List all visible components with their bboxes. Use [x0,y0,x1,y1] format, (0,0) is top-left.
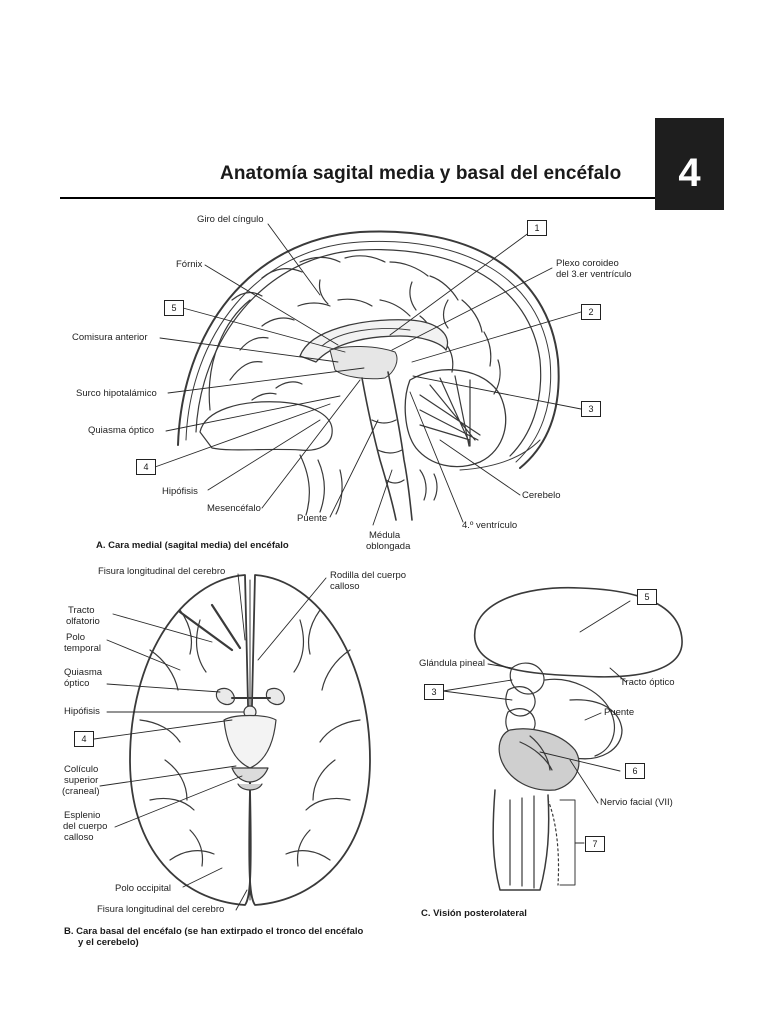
label-esplenio-line2: del cuerpo [63,821,107,832]
posterolateral-brainstem-illustration [475,588,682,890]
answer-box-5-c: 5 [637,589,657,605]
label-nervio-facial: Nervio facial (VII) [600,797,673,808]
label-fornix: Fórnix [176,259,202,270]
sagittal-brain-illustration [178,231,559,520]
label-quiasma-b-line1: Quiasma [64,667,102,678]
label-plexo-coroideo-line1: Plexo coroideo [556,258,619,269]
label-polo-occipital: Polo occipital [115,883,171,894]
label-tracto-olfatorio-line1: Tracto [68,605,95,616]
label-glandula-pineal: Glándula pineal [419,658,485,669]
label-comisura-anterior: Comisura anterior [72,332,148,343]
label-coliculo-line2: superior [64,775,98,786]
label-medula-line2: oblongada [366,541,410,552]
label-polo-temporal-line1: Polo [66,632,85,643]
label-cerebelo: Cerebelo [522,490,561,501]
answer-box-1: 1 [527,220,547,236]
answer-box-6: 6 [625,763,645,779]
label-quiasma-b-line2: óptico [64,678,89,689]
label-esplenio-line1: Esplenio [64,810,100,821]
label-hipofisis-b: Hipófisis [64,706,100,717]
answer-box-2: 2 [581,304,601,320]
label-puente-c: Puente [604,707,634,718]
label-giro-del-cingulo: Giro del cíngulo [197,214,264,225]
label-medula-line1: Médula [369,530,400,541]
label-plexo-coroideo-line2: del 3.er ventrículo [556,269,632,280]
label-rodilla-line2: calloso [330,581,360,592]
answer-box-4-b: 4 [74,731,94,747]
label-fisura-longitudinal-inferior: Fisura longitudinal del cerebro [97,904,224,915]
label-surco-hipotalamico: Surco hipotalámico [76,388,157,399]
label-rodilla-line1: Rodilla del cuerpo [330,570,406,581]
caption-panel-b-line1: B. Cara basal del encéfalo (se han extir… [64,926,363,937]
answer-box-7: 7 [585,836,605,852]
caption-panel-b-line2: y el cerebelo) [78,937,139,948]
label-polo-temporal-line2: temporal [64,643,101,654]
basal-brain-illustration [130,575,370,905]
caption-panel-c: C. Visión posterolateral [421,908,527,919]
label-coliculo-line1: Colículo [64,764,98,775]
label-quiasma-optico-a: Quiasma óptico [88,425,154,436]
label-esplenio-line3: calloso [64,832,94,843]
label-mesencefalo: Mesencéfalo [207,503,261,514]
label-puente-a: Puente [297,513,327,524]
label-coliculo-line3: (craneal) [62,786,100,797]
label-fisura-longitudinal-superior: Fisura longitudinal del cerebro [98,566,225,577]
answer-box-3-a: 3 [581,401,601,417]
answer-box-3-c: 3 [424,684,444,700]
caption-panel-a: A. Cara medial (sagital media) del encéf… [96,540,289,551]
answer-box-5-a: 5 [164,300,184,316]
label-tracto-olfatorio-line2: olfatorio [66,616,100,627]
answer-box-4-a: 4 [136,459,156,475]
label-tracto-optico: Tracto óptico [620,677,675,688]
label-hipofisis-a: Hipófisis [162,486,198,497]
label-cuarto-ventriculo: 4.º ventrículo [462,520,517,531]
